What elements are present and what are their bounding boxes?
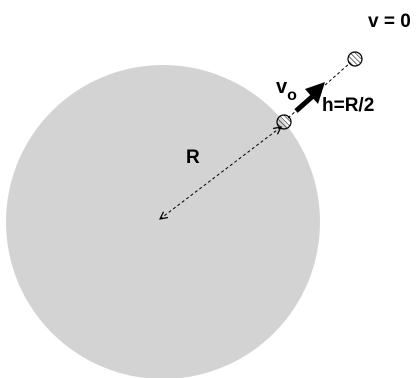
radius-label: R: [186, 147, 200, 168]
projectile-peak: [347, 51, 363, 67]
planet: [6, 65, 320, 378]
initial-velocity-subscript: o: [287, 87, 297, 104]
initial-velocity-label: vo: [276, 76, 297, 104]
final-velocity-label: v = 0: [368, 11, 411, 32]
radius-arrow: [160, 127, 281, 219]
height-label: h=R/2: [322, 95, 374, 116]
projectile-launch: [276, 114, 292, 130]
velocity-arrow: [294, 82, 325, 113]
initial-velocity-symbol: v: [276, 76, 288, 98]
